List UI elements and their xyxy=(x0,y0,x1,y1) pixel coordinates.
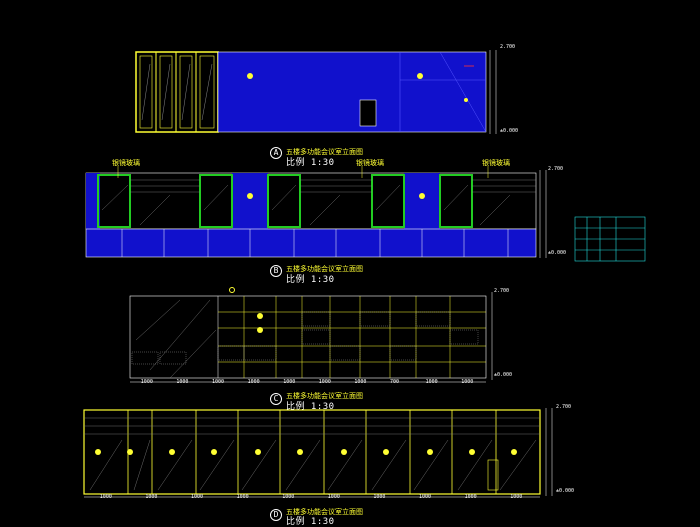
elevation-c-scale: 比例 1:30 xyxy=(286,402,335,412)
elevation-b-title: 五楼多功能会议室立面图 xyxy=(286,265,363,273)
note-b-2: 银镜玻璃 xyxy=(356,159,384,167)
elevation-d-dimension-label: 1000 xyxy=(419,494,432,500)
note-b-1: 银镜玻璃 xyxy=(112,159,140,167)
elevation-d-dimension-label: 1000 xyxy=(510,494,523,500)
elevation-c-title: 五楼多功能会议室立面图 xyxy=(286,392,363,400)
elevation-a-scale: 比例 1:30 xyxy=(286,158,335,168)
elevation-d-dimension-label: 1000 xyxy=(191,494,204,500)
elevation-d-dimension-label: 1000 xyxy=(282,494,295,500)
elevation-a-marker: A xyxy=(270,147,282,159)
elevation-a xyxy=(135,50,497,134)
level-bottom-c: ±0.000 xyxy=(494,372,513,378)
elevation-d-dimension-label: 1000 xyxy=(236,494,249,500)
elevation-d-dimension-label: 1000 xyxy=(99,494,112,500)
level-top-d: 2.700 xyxy=(556,404,572,410)
material-legend-table xyxy=(574,216,646,262)
elevation-c-dimension-label: 1000 xyxy=(176,379,189,385)
elevation-c-dimension-label: 1000 xyxy=(461,379,474,385)
elevation-c-dimension-label: 1000 xyxy=(425,379,438,385)
elevation-d-dimension-label: 1000 xyxy=(373,494,386,500)
elevation-c-dimension-label: 1000 xyxy=(283,379,296,385)
elevation-b-marker: B xyxy=(270,265,282,277)
elevation-d-marker: D xyxy=(270,509,282,521)
elevation-b-scale: 比例 1:30 xyxy=(286,275,335,285)
elevation-c-dimension-label: 1000 xyxy=(140,379,153,385)
elevation-d-dimension-label: 1000 xyxy=(464,494,477,500)
level-bottom-a: ±0.000 xyxy=(500,128,519,134)
elevation-d-dimension-label: 1000 xyxy=(145,494,158,500)
elevation-c-dimension-label: 1000 xyxy=(212,379,225,385)
elevation-c xyxy=(129,287,493,383)
elevation-c-marker: C xyxy=(270,393,282,405)
elevation-d-title: 五楼多功能会议室立面图 xyxy=(286,508,363,516)
level-bottom-b: ±0.000 xyxy=(548,250,567,256)
elevation-c-dimension-label: 700 xyxy=(390,379,400,385)
elevation-d-scale: 比例 1:30 xyxy=(286,517,335,527)
level-bottom-d: ±0.000 xyxy=(556,488,575,494)
elevation-b xyxy=(85,166,547,258)
elevation-c-dimension-label: 1000 xyxy=(247,379,260,385)
elevation-d xyxy=(83,408,553,498)
elevation-d-dimension-label: 1000 xyxy=(327,494,340,500)
elevation-a-title: 五楼多功能会议室立面图 xyxy=(286,148,363,156)
level-top-a: 2.700 xyxy=(500,44,516,50)
level-top-c: 2.700 xyxy=(494,288,510,294)
elevation-c-dimension-label: 1000 xyxy=(318,379,331,385)
level-top-b: 2.700 xyxy=(548,166,564,172)
elevation-c-dimension-label: 1000 xyxy=(354,379,367,385)
note-b-3: 银镜玻璃 xyxy=(482,159,510,167)
